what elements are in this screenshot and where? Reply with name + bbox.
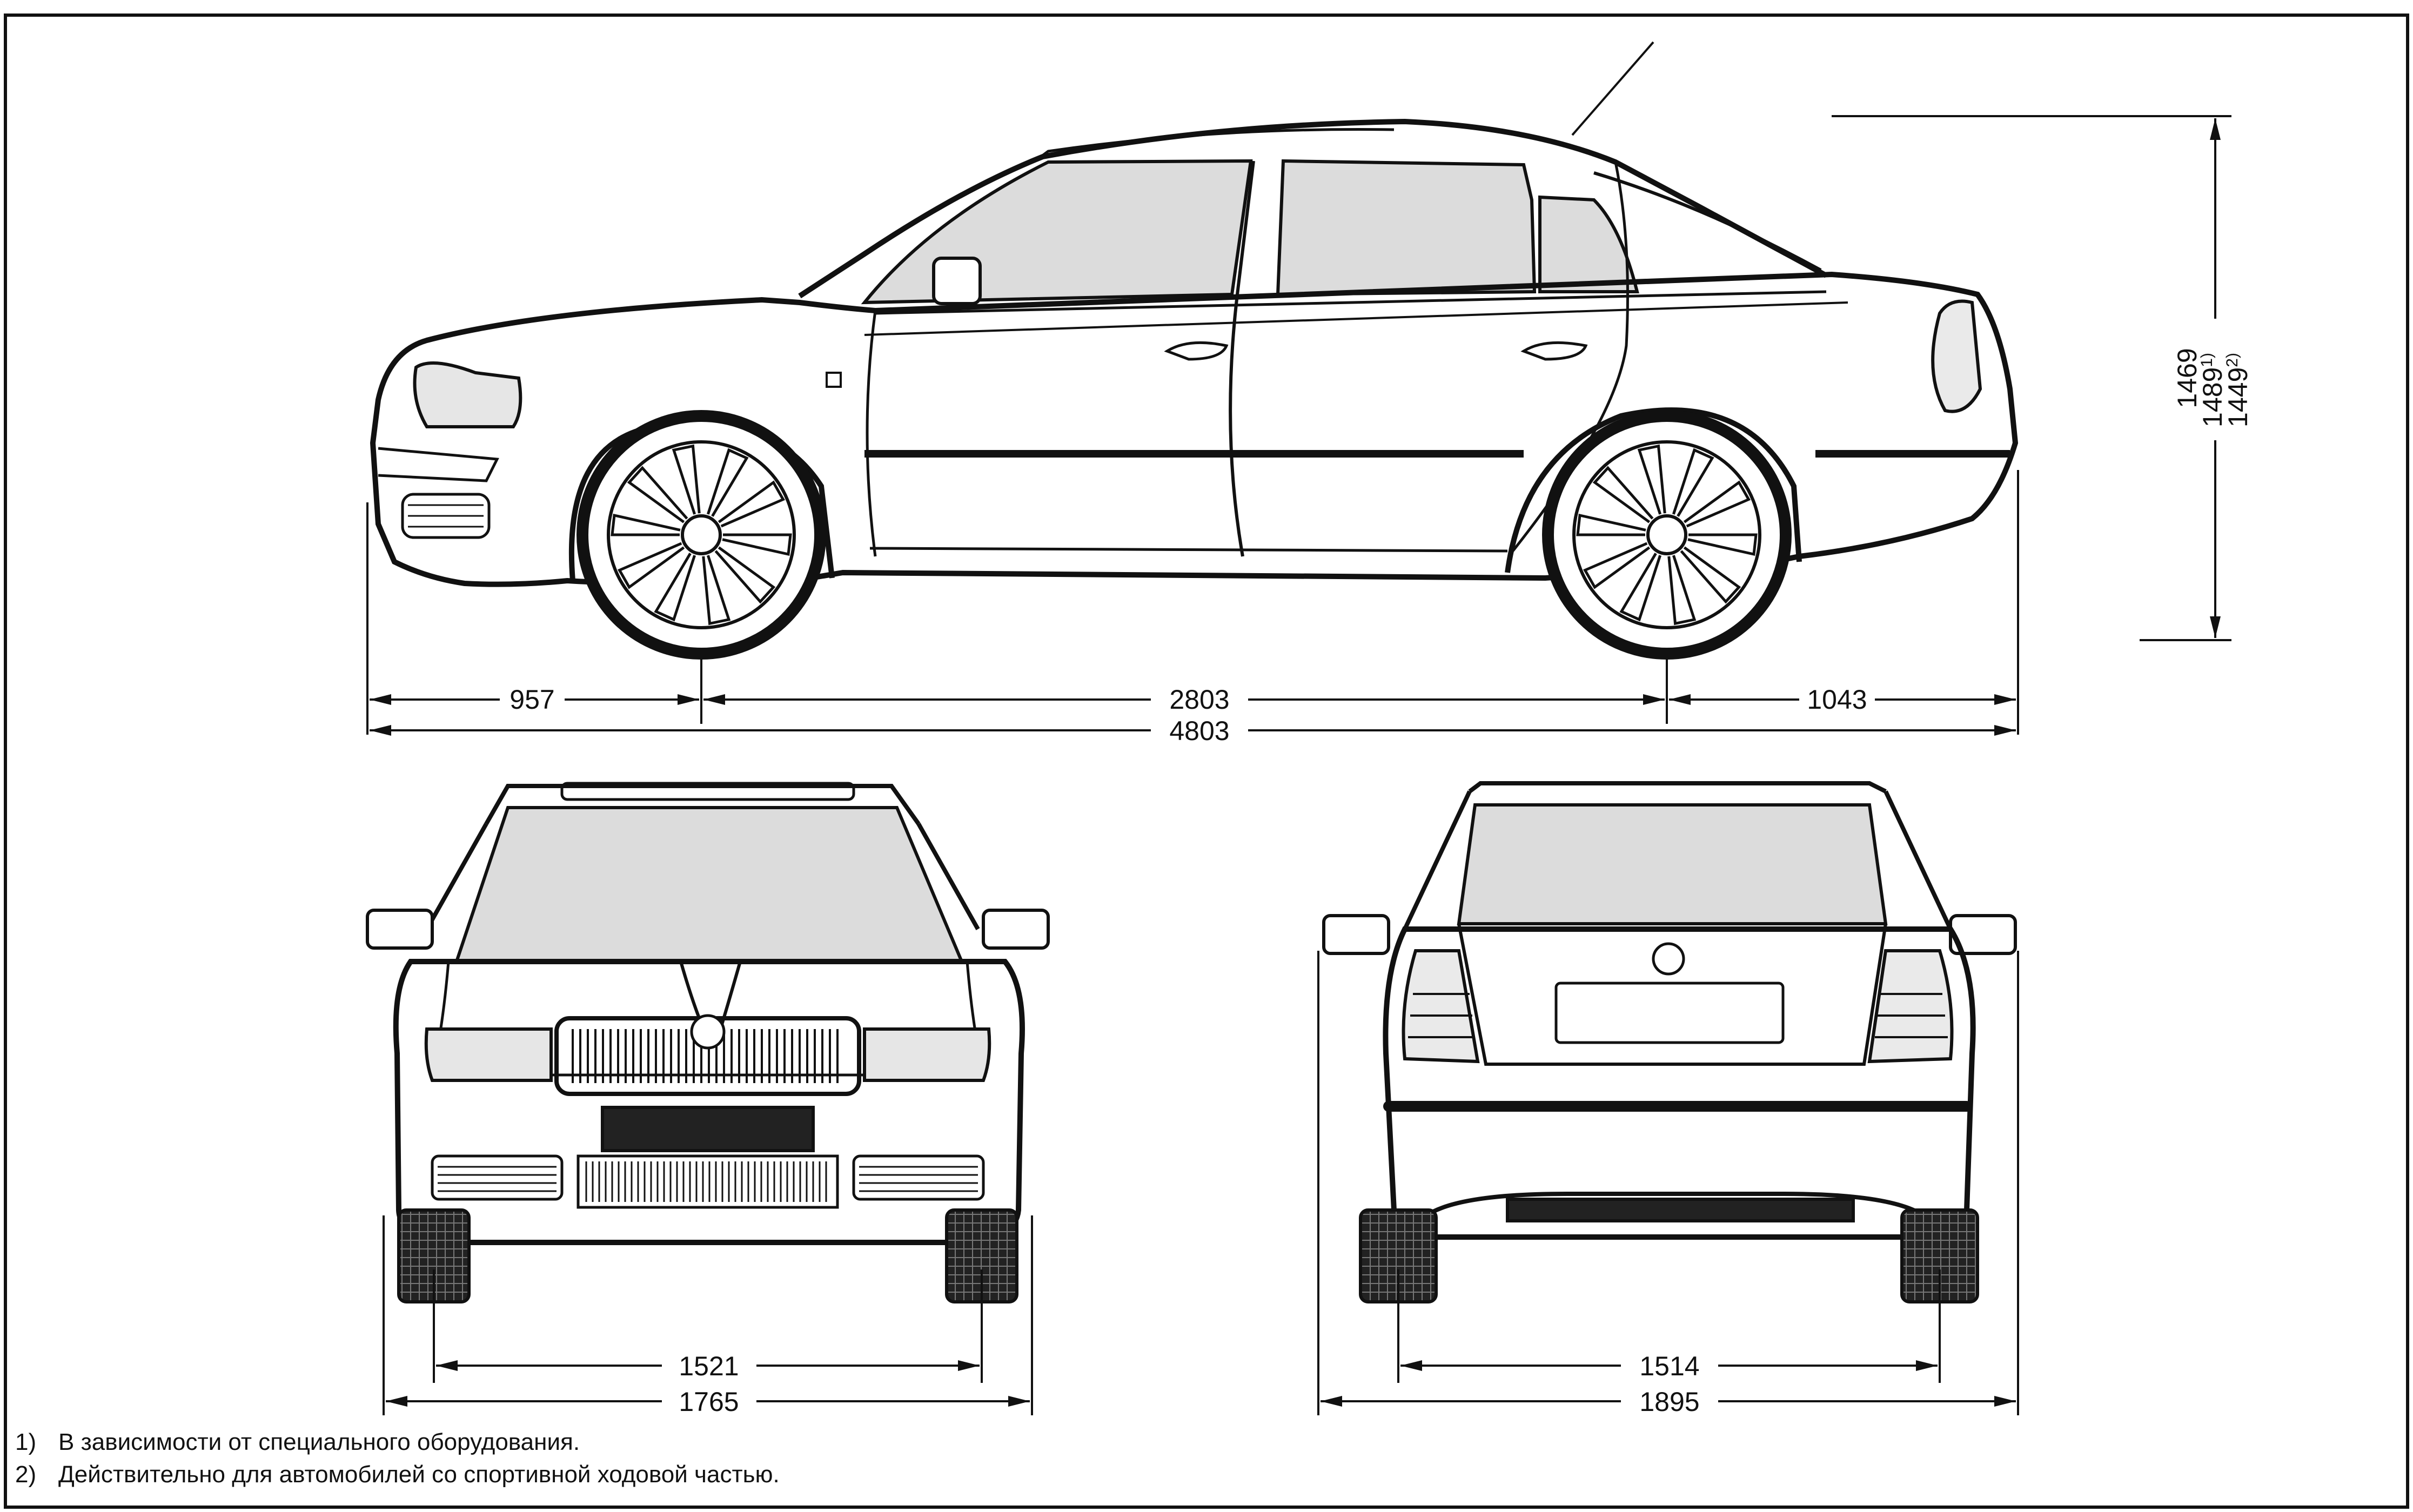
wheel-spoke (1683, 480, 1751, 528)
footnote-2-text: Действительно для автомобилей со спортив… (58, 1461, 780, 1488)
wheel-spoke (718, 480, 785, 528)
front-lower-intake-left (431, 1154, 564, 1201)
rear-roof (1468, 781, 1887, 794)
rear-c-pillars (1403, 790, 1953, 930)
dim-front-width: 1765 (679, 1387, 739, 1417)
wheel-spokes (611, 444, 1758, 626)
svg-text:14492): 14492) (2223, 353, 2253, 427)
wheel-spoke (1583, 542, 1651, 589)
footnote-2: 2) Действительно для автомобилей со спорт… (15, 1461, 780, 1488)
front-a-pillars (425, 823, 980, 930)
footnote-1-text: В зависимости от специального оборудован… (58, 1429, 580, 1455)
dimension-labels: 957 2803 1043 4803 1469 14891) 14492) 15… (510, 348, 2253, 1417)
rear-taillight-left (1402, 949, 1480, 1064)
rear-plate (1554, 982, 1785, 1044)
antenna (1571, 41, 1654, 136)
front-badge (690, 1014, 726, 1050)
wheel-spoke (706, 448, 749, 517)
wheel-spoke (714, 546, 776, 604)
front-plate (601, 1106, 815, 1152)
front-view (366, 782, 1050, 1303)
footnote-1-number: 1) (15, 1429, 37, 1455)
front-mirror-right (982, 909, 1050, 950)
rear-diffuser (1506, 1198, 1855, 1222)
side-rear-arch (1505, 407, 1802, 573)
wheel-spoke (618, 542, 685, 589)
front-headlight-right (863, 1027, 991, 1082)
side-mirror (932, 257, 982, 305)
dim-wheelbase: 2803 (1169, 684, 1229, 715)
dim-front-track: 1521 (679, 1351, 739, 1381)
front-headlight-left (424, 1027, 553, 1082)
side-window-quarter (1538, 195, 1639, 293)
footnote-1: 1) В зависимости от специального оборудов… (15, 1429, 580, 1456)
wheel-spoke (1592, 466, 1654, 523)
wheel-spoke (1680, 546, 1741, 604)
wheel-spoke (1667, 555, 1697, 626)
rear-badge (1652, 942, 1685, 976)
side-door-line-b (1229, 160, 1255, 557)
rear-window (1457, 803, 1888, 925)
side-window-front (861, 159, 1253, 305)
dim-overall-width: 1895 (1639, 1387, 1699, 1417)
dim-height-3: 1449 (2223, 367, 2253, 427)
side-door-line-front (866, 310, 877, 557)
side-roof (798, 118, 1828, 299)
side-door-handle-front (1164, 341, 1229, 361)
side-view (370, 41, 2019, 587)
dim-height-3-note: 2) (2223, 353, 2241, 367)
side-headlight (413, 361, 522, 428)
rear-mirror-right (1949, 914, 2017, 955)
dim-front-overhang: 957 (510, 684, 554, 715)
rear-taillight-right (1867, 949, 1954, 1064)
dim-overall-length: 4803 (1169, 716, 1229, 746)
dim-rear-track: 1514 (1639, 1351, 1699, 1381)
dim-rear-overhang: 1043 (1807, 684, 1867, 715)
rear-mirror-left (1322, 914, 1390, 955)
wheel-spoke (702, 555, 731, 626)
front-lower-intake-center (577, 1154, 839, 1209)
side-taillight (1931, 299, 1982, 413)
rear-view (1322, 781, 2017, 1303)
side-fog-grille (401, 493, 491, 539)
front-intake-lines (438, 1161, 978, 1202)
dim-height-2-note: 1) (2198, 353, 2216, 367)
wheel-spoke (1672, 448, 1714, 517)
front-lower-intake-right (852, 1154, 985, 1201)
wheel-spoke (611, 513, 681, 536)
svg-text:14891): 14891) (2197, 353, 2228, 427)
side-body-outline (370, 271, 2019, 587)
front-windscreen (454, 806, 964, 963)
dim-height-2: 1489 (2197, 367, 2228, 427)
wheel-spoke (672, 444, 701, 515)
front-mirror-left (366, 909, 434, 950)
footnote-2-number: 2) (15, 1461, 37, 1488)
dimension-lines (366, 115, 2231, 1415)
wheel-spoke (1687, 533, 1758, 556)
dim-height-1: 1469 (2172, 348, 2202, 408)
side-door-handle-rear (1520, 341, 1588, 361)
wheel-spoke (654, 553, 696, 622)
wheel-spoke (627, 466, 688, 523)
page-border (4, 14, 2409, 1509)
wheel-spoke (1637, 444, 1666, 515)
wheel-spoke (1619, 553, 1662, 622)
front-roof (484, 784, 921, 825)
side-window-rear (1276, 159, 1537, 297)
wheel-spoke (722, 533, 792, 556)
wheel-spoke (1576, 513, 1646, 536)
